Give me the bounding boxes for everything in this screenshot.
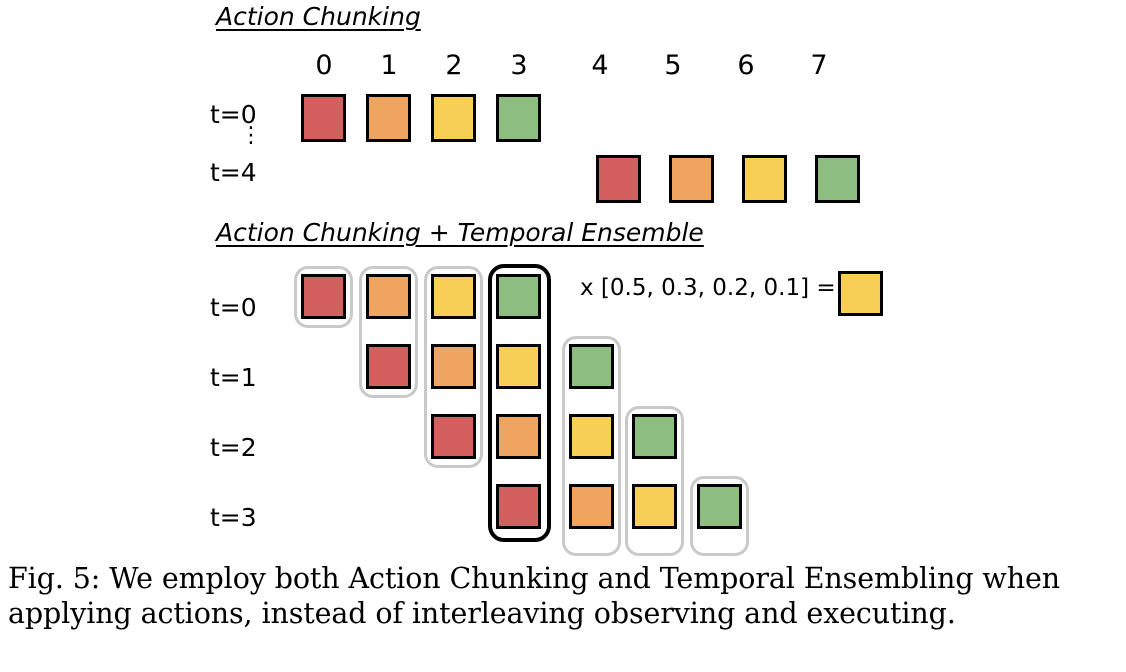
ensemble-cell-t2-c2 [431,414,476,459]
column-header-6: 6 [737,50,755,81]
chunk-cell-t4-c4 [596,155,641,203]
ensemble-cell-t2-c5 [632,414,677,459]
ensemble-cell-t3-c5 [632,484,677,529]
chunk-cell-t4-c7 [815,155,860,203]
section-title-action-chunking: Action Chunking [216,2,421,31]
row-label-chunking-t4: t=4 [210,158,257,187]
ensemble-cell-t0-c1 [366,274,411,319]
ensemble-cell-t1-c4 [569,344,614,389]
column-header-3: 3 [510,50,528,81]
row-label-ensemble-t2: t=2 [210,433,257,462]
section-title-temporal-ensemble: Action Chunking + Temporal Ensemble [216,218,704,247]
column-header-4: 4 [591,50,609,81]
figure-canvas: Action Chunking 0 1 2 3 4 5 6 7 t=0 ⋮ t=… [210,2,883,556]
column-header-1: 1 [380,50,398,81]
ensemble-cell-t2-c3 [496,414,541,459]
ensemble-cell-t3-c6 [697,484,742,529]
row-label-ensemble-t0: t=0 [210,293,257,322]
row-label-chunking-t0: t=0 [210,100,257,129]
temporal-ensemble-weights-label: x [0.5, 0.3, 0.2, 0.1] = [580,275,836,301]
ensemble-cell-t0-c3 [496,274,541,319]
ensemble-cell-t1-c1 [366,344,411,389]
chunk-cell-t0-c1 [366,94,411,142]
ensemble-cell-t0-c2 [431,274,476,319]
vertical-ellipsis-icon: ⋮ [240,123,262,148]
chunk-bracket-col6 [690,476,749,556]
row-label-ensemble-t3: t=3 [210,503,257,532]
chunk-bracket-col3-emphasis [488,264,551,542]
ensemble-cell-t3-c3 [496,484,541,529]
ensemble-result-cell [838,271,883,316]
column-header-5: 5 [664,50,682,81]
chunk-bracket-col0 [294,266,353,328]
ensemble-cell-t1-c2 [431,344,476,389]
row-label-ensemble-t1: t=1 [210,363,257,392]
ensemble-cell-t1-c3 [496,344,541,389]
ensemble-cell-t0-c0 [301,274,346,319]
figure-caption: Fig. 5: We employ both Action Chunking a… [8,562,1060,630]
chunk-cell-t4-c6 [742,155,787,203]
chunk-cell-t4-c5 [669,155,714,203]
chunk-cell-t0-c3 [496,94,541,142]
chunk-cell-t0-c2 [431,94,476,142]
chunk-bracket-col1 [359,266,418,398]
chunk-bracket-col4 [562,336,621,556]
column-header-2: 2 [445,50,463,81]
column-header-7: 7 [810,50,828,81]
chunk-cell-t0-c0 [301,94,346,142]
chunk-bracket-col2 [424,266,483,468]
ensemble-cell-t2-c4 [569,414,614,459]
chunk-bracket-col5 [625,406,684,556]
ensemble-cell-t3-c4 [569,484,614,529]
column-header-0: 0 [315,50,333,81]
